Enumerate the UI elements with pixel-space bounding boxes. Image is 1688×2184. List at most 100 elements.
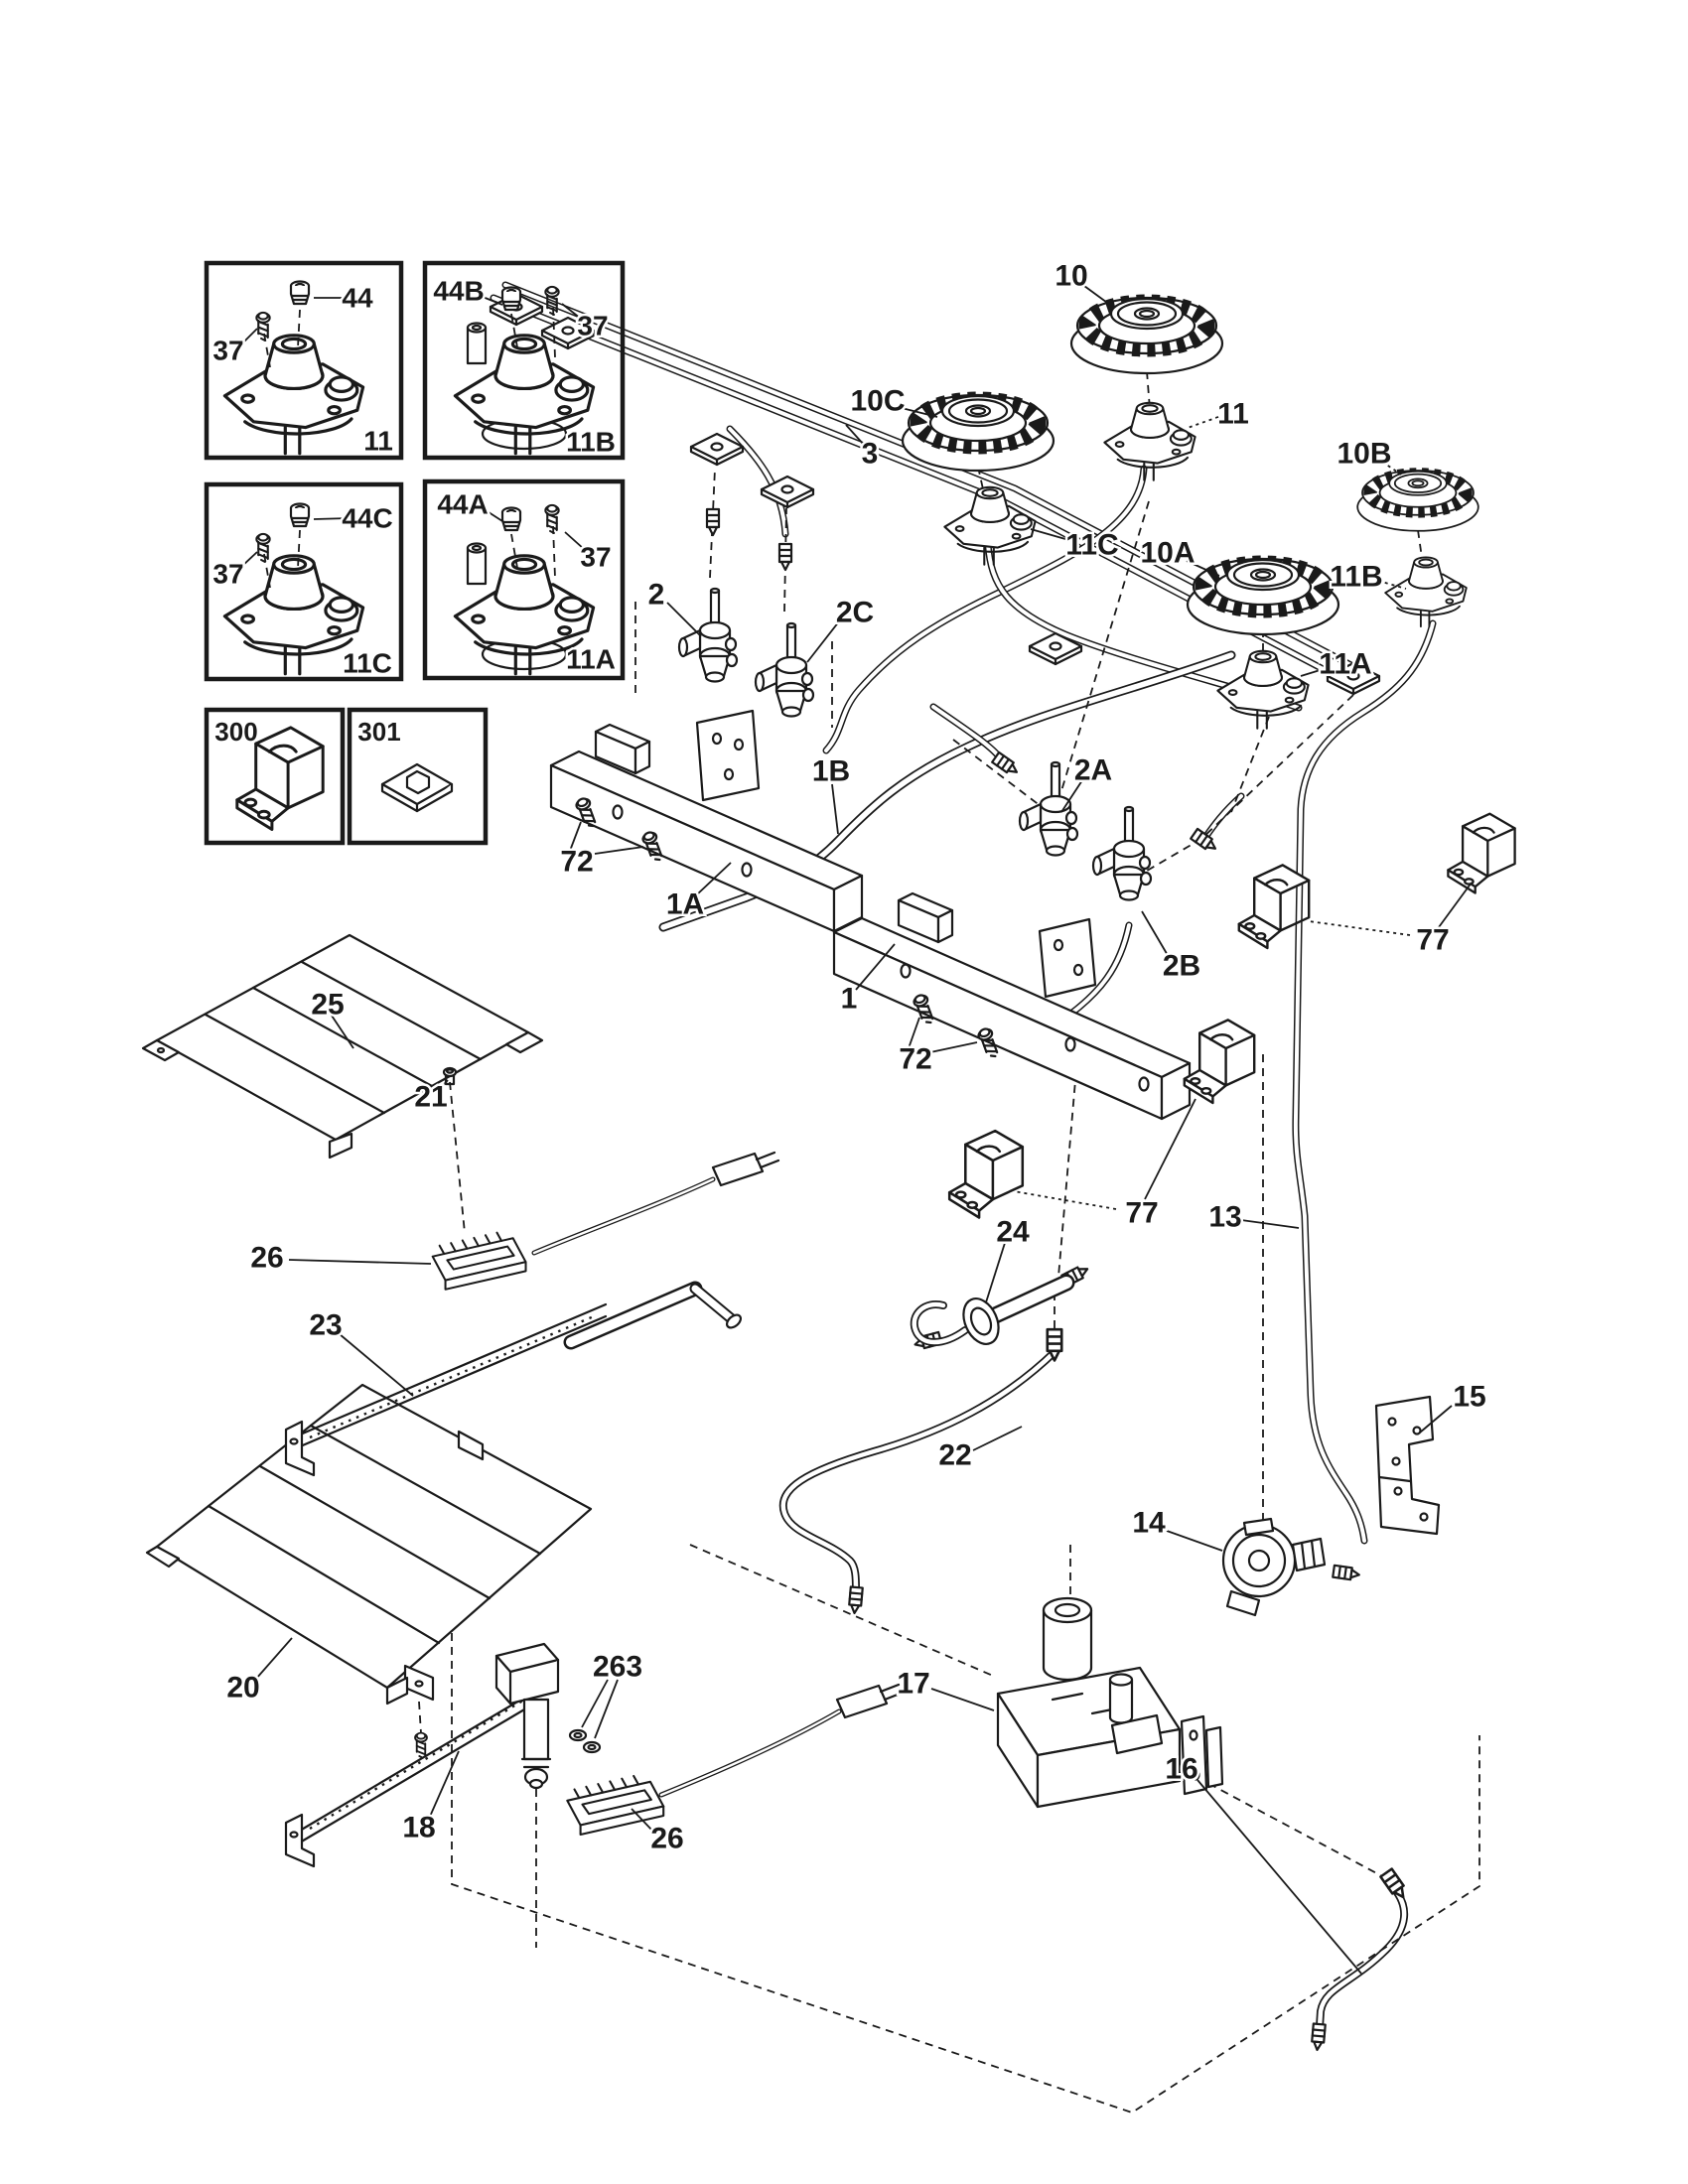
bake-ignitor-18 (284, 1642, 905, 1868)
leader-line (901, 407, 938, 418)
leader-line (972, 1426, 1023, 1451)
callout-11A: 11A (564, 641, 619, 677)
callout-77: 77 (1013, 1098, 1196, 1232)
inset-box-11C (204, 481, 404, 682)
leader-line (240, 328, 258, 345)
leader-line (831, 783, 839, 835)
callout-17: 17 (895, 1665, 995, 1711)
leader-line (1377, 580, 1407, 590)
callout-37: 37 (561, 303, 611, 343)
callout-23: 23 (307, 1306, 414, 1397)
part-label: 26 (250, 1242, 283, 1275)
inset-box-301 (347, 707, 489, 846)
callout-14: 14 (1130, 1504, 1223, 1552)
part-label: 1 (841, 983, 858, 1016)
callout-10B: 10B (1335, 435, 1402, 476)
leader-line (908, 1017, 920, 1049)
burner-10A (1188, 559, 1338, 634)
part-label: 1B (812, 755, 850, 788)
heat-shield-25 (141, 933, 544, 1160)
part-label: 26 (650, 1823, 683, 1855)
leader-line (428, 1750, 460, 1820)
part-label: 11 (1217, 398, 1249, 431)
part-label: 11C (1065, 529, 1118, 562)
leader-line (569, 821, 582, 852)
part-label: 23 (309, 1309, 342, 1342)
part-label: 2C (836, 597, 874, 629)
valve-2 (677, 587, 739, 683)
part-label: 44A (437, 489, 488, 520)
part-label: 20 (226, 1672, 259, 1705)
callout-20: 20 (224, 1637, 293, 1706)
leader-line (1300, 667, 1328, 677)
part-label: 11B (566, 427, 616, 458)
part-label: 16 (1165, 1753, 1197, 1786)
callout-2C: 2C (806, 594, 877, 663)
leader-line (845, 424, 865, 446)
leader-line (929, 1041, 978, 1053)
leader-line (331, 1015, 354, 1049)
callout-2: 2 (645, 576, 702, 637)
part-label: 37 (580, 542, 611, 573)
callout-37: 37 (211, 551, 258, 592)
part-label: 77 (1416, 924, 1449, 957)
callout-263: 263 (581, 1648, 645, 1739)
part-label: 3 (862, 438, 879, 471)
callout-10: 10 (1053, 257, 1115, 309)
burner-10B (1357, 471, 1478, 531)
leader-line (806, 620, 840, 663)
leader-line (581, 1679, 609, 1728)
callout-44B: 44B (431, 273, 503, 309)
part-label: 263 (593, 1651, 642, 1684)
leader-line (255, 1637, 293, 1680)
burner-10 (1071, 298, 1222, 373)
callout-2B: 2B (1141, 910, 1203, 985)
callout-3: 3 (845, 424, 881, 473)
safety-valve-17 (996, 1596, 1224, 1809)
callout-10C: 10C (848, 382, 938, 420)
leader-line (855, 943, 896, 991)
callout-37: 37 (211, 328, 258, 368)
part-label: 37 (577, 311, 608, 341)
part-label: 10C (850, 385, 905, 418)
callout-1: 1 (838, 943, 896, 1018)
callout-44: 44 (314, 280, 375, 316)
leader-line (695, 862, 732, 896)
leader-line (485, 509, 503, 522)
part-label: 11A (566, 644, 616, 675)
part-label: 11C (343, 648, 392, 679)
part-label: 10A (1140, 537, 1195, 570)
ignitor-rail-23 (284, 1289, 743, 1477)
callout-21: 21 (412, 1078, 450, 1116)
leader-line (288, 1259, 432, 1265)
leader-line (482, 296, 503, 306)
part-label: 11B (1330, 561, 1382, 594)
part-label: 1A (666, 888, 704, 921)
callout-11B: 11B (564, 424, 619, 460)
callout-22: 22 (936, 1426, 1023, 1474)
valve-2C (754, 621, 815, 718)
part-label: 44B (433, 276, 484, 307)
callout-10A: 10A (1138, 534, 1220, 577)
part-label: 301 (357, 717, 400, 747)
leader-line (1030, 528, 1073, 542)
part-label: 14 (1132, 1507, 1166, 1540)
callout-77: 77 (1308, 882, 1473, 959)
callout-11: 11 (1187, 395, 1251, 433)
leader-line (1187, 416, 1219, 429)
inset-box-11 (204, 260, 404, 461)
callout-44A: 44A (435, 486, 503, 522)
leader-line (985, 1242, 1006, 1303)
leader-line (1144, 1098, 1196, 1200)
leader-line (666, 602, 702, 637)
inset-box-11B (422, 260, 626, 461)
inset-box-300 (204, 707, 346, 846)
heat-shield-20 (145, 1383, 593, 1706)
part-label: 13 (1208, 1201, 1241, 1234)
callout-2A: 2A (1060, 751, 1115, 813)
callout-13: 13 (1206, 1198, 1300, 1236)
manifold-bar-1 (832, 891, 1192, 1121)
pressure-regulator-14 (1221, 1517, 1361, 1617)
leader-line (1060, 779, 1083, 813)
